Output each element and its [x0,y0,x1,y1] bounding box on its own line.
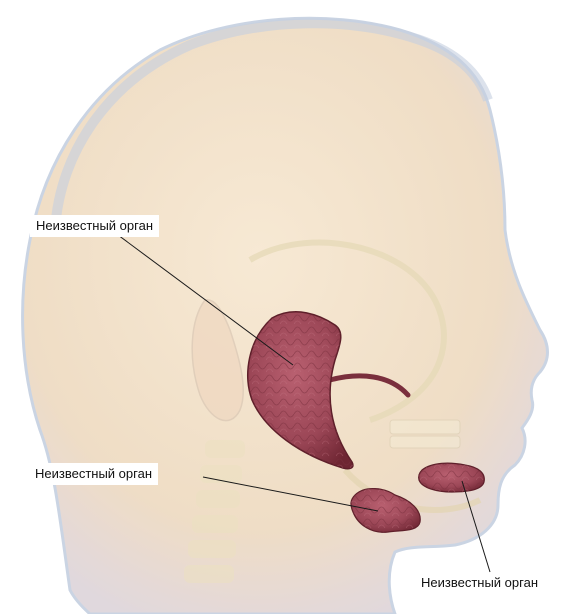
teeth [390,420,460,448]
organ-label-lower: Неизвестный орган [415,572,544,594]
organ-small [419,463,485,492]
organ-label-upper: Неизвестный орган [30,215,159,237]
organ-label-middle: Неизвестный орган [29,463,158,485]
